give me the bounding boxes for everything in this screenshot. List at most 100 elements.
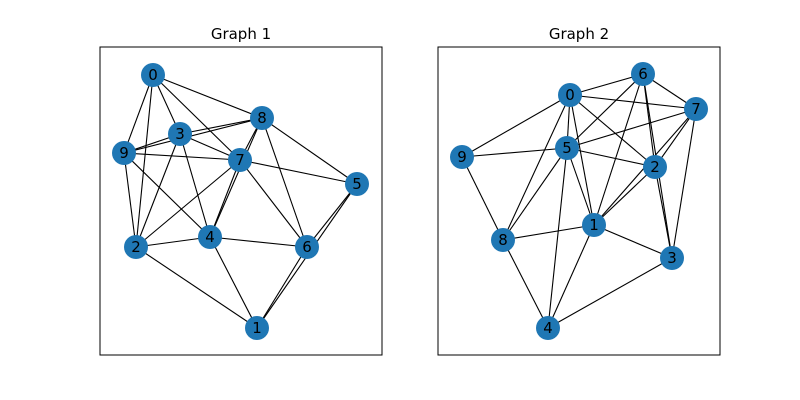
graph-1-edge-0-8: [152, 74, 263, 119]
graph-2-edge-9-5: [461, 147, 568, 158]
node-circle: [558, 83, 582, 107]
graph-2-node-1: 1: [582, 213, 606, 237]
graph-1-edge-7-5: [239, 159, 358, 185]
node-circle: [536, 316, 560, 340]
graph-1-edge-9-4: [123, 152, 211, 238]
graph-2-node-2: 2: [643, 155, 667, 179]
graph-2-edge-0-6: [569, 73, 644, 96]
graph-1-node-3: 3: [168, 122, 192, 146]
graph-2-node-4: 4: [536, 316, 560, 340]
graph-1-node-5: 5: [345, 172, 369, 196]
graph-1-edge-9-2: [123, 152, 137, 248]
node-label: 9: [457, 148, 467, 166]
node-label: 4: [543, 319, 553, 337]
graph-2-edge-0-8: [502, 94, 571, 241]
node-circle: [198, 225, 222, 249]
node-label: 1: [589, 216, 599, 234]
graph-1-edge-9-7: [123, 152, 241, 161]
graph-2-edge-3-4: [547, 257, 673, 329]
graph-1-node-8: 8: [250, 106, 274, 130]
graph-1-nodes: 0 1 2 3 4 5 6 7 8 9: [112, 63, 369, 340]
node-circle: [250, 106, 274, 130]
graph-2-node-5: 5: [555, 136, 579, 160]
node-label: 4: [205, 228, 215, 246]
node-circle: [582, 213, 606, 237]
node-label: 1: [252, 319, 262, 337]
node-circle: [228, 148, 252, 172]
graph-1-edge-5-6: [306, 183, 358, 248]
node-label: 0: [148, 66, 158, 84]
node-circle: [345, 172, 369, 196]
node-label: 9: [119, 144, 129, 162]
node-circle: [168, 122, 192, 146]
node-label: 6: [302, 238, 312, 256]
graph-2-edge-0-2: [569, 94, 656, 168]
graph-1-node-6: 6: [295, 235, 319, 259]
graph-2-edge-7-5: [566, 108, 697, 149]
graph-2-edge-5-8: [502, 147, 568, 241]
node-label: 2: [131, 238, 141, 256]
node-label: 7: [235, 151, 245, 169]
graph-2-nodes: 0 1 2 3 4 5 6 7 8 9: [450, 62, 708, 340]
node-circle: [491, 228, 515, 252]
graph-2-edge-1-3: [593, 224, 673, 259]
node-circle: [245, 316, 269, 340]
node-label: 2: [650, 158, 660, 176]
graph-1-panel: Graph 1 0 1 2 3 4 5 6 7 8 9: [99, 25, 383, 356]
node-label: 5: [352, 175, 362, 193]
graph-2-edge-7-3: [671, 108, 697, 259]
graph-2-edge-0-7: [569, 94, 697, 110]
node-circle: [112, 141, 136, 165]
graph-1-edge-4-1: [209, 236, 258, 329]
graph-2-edge-2-1: [593, 166, 656, 226]
node-circle: [660, 246, 684, 270]
graph-2-edge-1-4: [547, 224, 595, 329]
node-label: 8: [498, 231, 508, 249]
graph-1-edge-7-6: [239, 159, 308, 248]
graph-1-node-9: 9: [112, 141, 136, 165]
graph-2-node-0: 0: [558, 83, 582, 107]
graph-1-edge-7-4: [209, 159, 241, 238]
graph-2-edge-0-9: [461, 94, 571, 158]
graph-1-edge-8-5: [261, 117, 358, 185]
graph-2-node-6: 6: [631, 62, 655, 86]
node-circle: [555, 136, 579, 160]
graph-2-edge-0-1: [569, 94, 595, 226]
graph-2-edge-8-4: [502, 239, 549, 329]
node-label: 8: [257, 109, 267, 127]
node-circle: [631, 62, 655, 86]
graph-2-edge-5-2: [566, 147, 656, 168]
node-label: 5: [562, 139, 572, 157]
graph-1-edge-8-6: [261, 117, 308, 248]
node-label: 3: [175, 125, 185, 143]
node-circle: [141, 63, 165, 87]
node-circle: [124, 235, 148, 259]
graph-2-edge-5-4: [547, 147, 568, 329]
node-circle: [684, 97, 708, 121]
graph-2-edges: [461, 73, 697, 329]
graph-2-frame: [437, 46, 721, 356]
graph-1-edge-0-2: [135, 74, 154, 248]
node-label: 6: [638, 65, 648, 83]
graph-1-node-4: 4: [198, 225, 222, 249]
graph-1-node-7: 7: [228, 148, 252, 172]
graph-1-edge-6-1: [256, 246, 308, 329]
node-circle: [643, 155, 667, 179]
graph-1-edge-7-2: [135, 159, 241, 248]
graph-1-node-2: 2: [124, 235, 148, 259]
graph-1-edge-2-1: [135, 246, 258, 329]
graph-1-node-1: 1: [245, 316, 269, 340]
graph-1-edge-2-4: [135, 236, 211, 248]
graph-1-edge-0-9: [123, 74, 154, 154]
graph-1-edge-0-7: [152, 74, 241, 161]
node-label: 3: [667, 249, 677, 267]
graph-2-node-7: 7: [684, 97, 708, 121]
graph-1-edge-3-4: [179, 133, 211, 238]
graph-1-title: Graph 1: [211, 25, 271, 43]
graph-1-edge-9-8: [123, 117, 263, 154]
graph-1-edges: [123, 74, 358, 329]
graph-2-edge-6-1: [593, 73, 644, 226]
graph-1-edge-3-2: [135, 133, 181, 248]
node-circle: [295, 235, 319, 259]
